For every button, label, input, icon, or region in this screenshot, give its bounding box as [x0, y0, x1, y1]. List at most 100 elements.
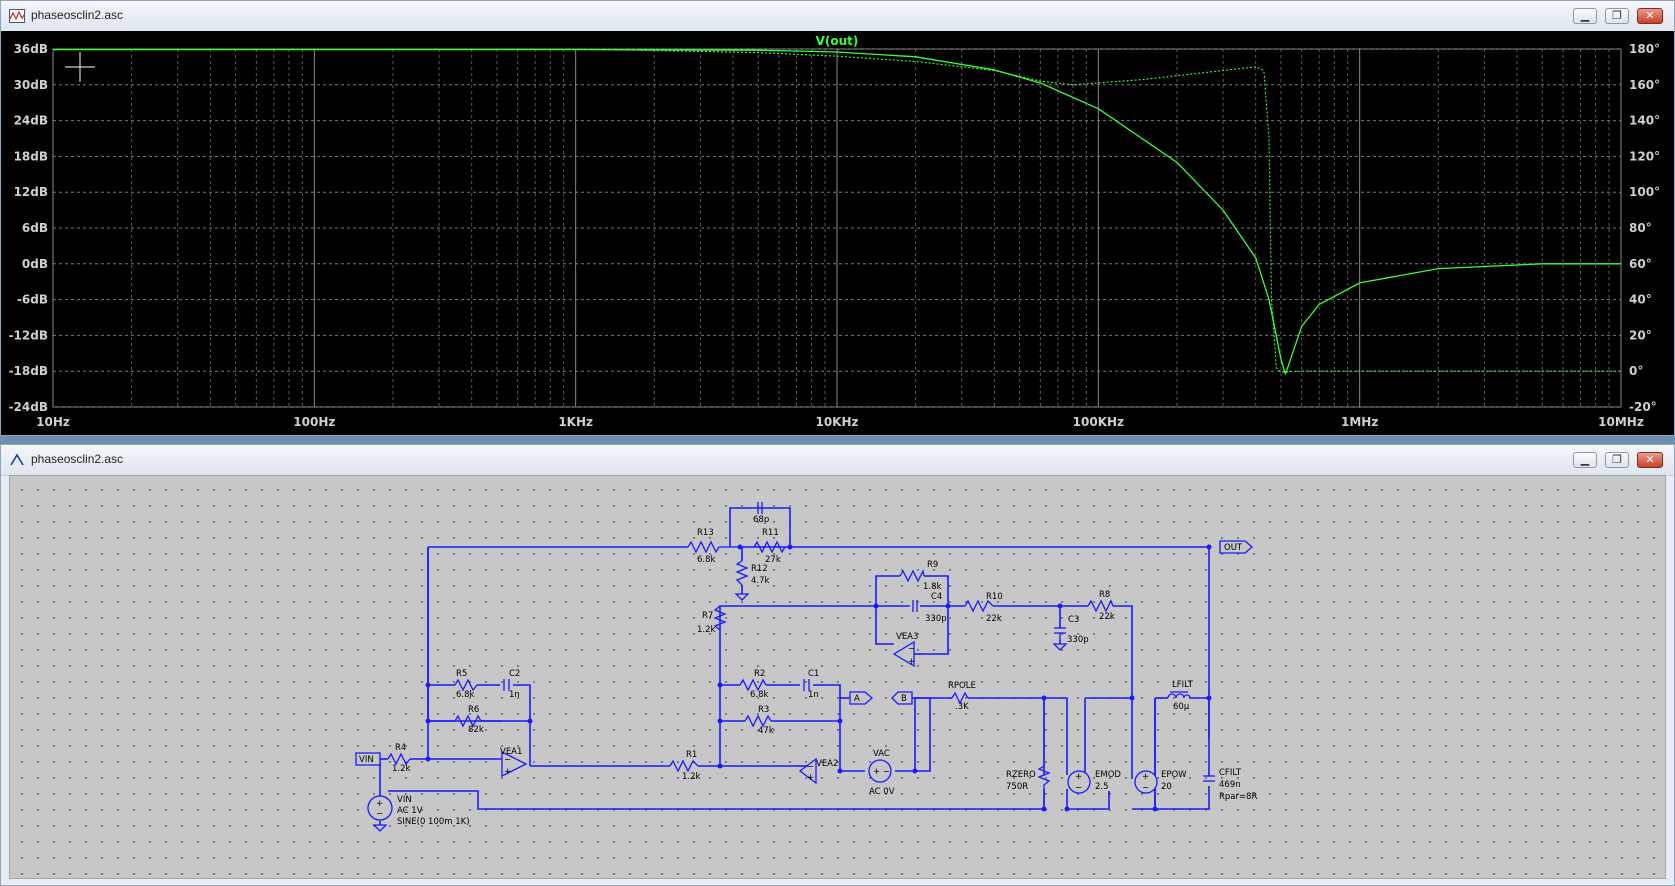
net-label-out[interactable]: [1219, 540, 1253, 554]
label-b: B: [901, 694, 907, 704]
resistor-r8[interactable]: [1087, 599, 1114, 613]
value-r4: 1.2k: [392, 764, 411, 774]
value-68p: 68p: [753, 515, 769, 525]
opamp-vea1[interactable]: −+: [501, 750, 528, 778]
resistor-r9[interactable]: [899, 569, 925, 583]
junctions: [425, 544, 1212, 812]
opamp-vea3[interactable]: −+: [892, 640, 924, 668]
y-left-tick-label: 6dB: [22, 221, 48, 235]
waveform-titlebar[interactable]: phaseosclin2.asc ▁ ❐ ✕: [1, 1, 1674, 32]
schematic-drawing[interactable]: −+ −+ −+ + − +− +− +− R13 6.8k 68p R11 2…: [10, 476, 1665, 878]
inductor-lfilt[interactable]: [1167, 691, 1191, 699]
resistor-r13[interactable]: [687, 540, 740, 554]
y-left-tick-label: -12dB: [9, 328, 48, 342]
value-vin-sine: SINE(0 100m 1K): [397, 817, 470, 827]
phase-trace: [53, 48, 1621, 373]
value-vac: AC 0V: [869, 787, 895, 797]
label-c4: C4: [931, 592, 942, 602]
value-r11: 27k: [765, 555, 781, 565]
resistor-r4[interactable]: [387, 752, 411, 766]
label-lfilt: LFILT: [1172, 680, 1194, 690]
capacitor-c4[interactable]: [912, 600, 918, 612]
svg-text:+: +: [908, 657, 915, 667]
y-left-tick-label: -6dB: [17, 293, 48, 307]
restore-button[interactable]: ❐: [1605, 8, 1629, 24]
resistor-r3[interactable]: [744, 714, 772, 728]
label-r4: R4: [395, 743, 406, 753]
capacitor-c3[interactable]: [1054, 627, 1066, 640]
source-epow[interactable]: +−: [1134, 770, 1158, 794]
schematic-canvas[interactable]: −+ −+ −+ + − +− +− +− R13 6.8k 68p R11 2…: [9, 475, 1666, 879]
trace-title[interactable]: V(out): [816, 34, 859, 48]
capacitor-c2[interactable]: [503, 679, 510, 691]
waveform-icon: [9, 9, 25, 23]
close-button[interactable]: ✕: [1637, 8, 1663, 24]
minimize-button[interactable]: ▁: [1573, 8, 1597, 24]
label-vea3: VEA3: [896, 632, 918, 642]
y-left-tick-label: 36dB: [14, 42, 48, 56]
y-left-tick-label: 12dB: [14, 185, 48, 199]
y-right-tick-label: 20°: [1629, 328, 1652, 342]
capacitor-c1[interactable]: [803, 679, 810, 691]
x-tick-label: 100KHz: [1073, 415, 1124, 429]
y-right-tick-label: 60°: [1629, 257, 1652, 271]
label-r6: R6: [468, 705, 479, 715]
label-r5: R5: [456, 669, 467, 679]
waveform-window-title: phaseosclin2.asc: [31, 8, 124, 22]
svg-text:−: −: [1142, 783, 1149, 793]
source-emod[interactable]: +−: [1067, 770, 1091, 794]
value-r6: 82k: [468, 725, 484, 735]
label-rpole: RPOLE: [948, 681, 976, 691]
restore-button[interactable]: ❐: [1605, 452, 1629, 468]
resistor-rpole[interactable]: [951, 691, 969, 705]
value-c2: 1n: [509, 690, 520, 700]
capacitor-cfilt[interactable]: [1203, 775, 1215, 782]
resistor-r1[interactable]: [669, 759, 699, 773]
y-right-tick-label: 180°: [1629, 42, 1660, 56]
resistor-r12[interactable]: [735, 560, 749, 586]
y-right-tick-label: 100°: [1629, 185, 1660, 199]
value-r12: 4.7k: [751, 576, 770, 586]
minimize-button[interactable]: ▁: [1573, 452, 1597, 468]
net-label-b[interactable]: [891, 691, 913, 705]
net-label-vin[interactable]: [355, 752, 381, 766]
ground-symbol: [1052, 643, 1068, 651]
value-r1: 1.2k: [682, 772, 701, 782]
resistor-rzero[interactable]: [1037, 698, 1051, 809]
source-vin[interactable]: +−: [367, 795, 393, 821]
label-vin-tag: VIN: [359, 755, 374, 765]
opamp-vea2[interactable]: −+: [796, 757, 817, 785]
value-cfilt: 469n: [1219, 780, 1241, 790]
x-tick-label: 1MHz: [1341, 415, 1378, 429]
label-vac: VAC: [873, 749, 890, 759]
wires[interactable]: [379, 507, 1210, 825]
crosshair-cursor: [65, 52, 95, 82]
resistor-r2[interactable]: [739, 678, 767, 692]
net-label-a[interactable]: [849, 691, 873, 705]
svg-text:+: +: [504, 767, 511, 777]
resistor-r11[interactable]: [753, 540, 786, 554]
value-lfilt: 60µ: [1173, 702, 1190, 712]
label-epow: EPOW: [1161, 770, 1187, 780]
resistor-r5[interactable]: [454, 678, 478, 692]
value-r8: 22k: [1099, 612, 1115, 622]
label-c3: C3: [1068, 615, 1079, 625]
resistor-r10[interactable]: [964, 599, 994, 613]
value-r10: 22k: [986, 614, 1002, 624]
label-r9: R9: [927, 560, 938, 570]
source-vac[interactable]: + −: [868, 759, 892, 783]
value-cfilt-rpar: Rpar=8R: [1219, 792, 1258, 802]
x-tick-label: 10MHz: [1598, 415, 1644, 429]
resistor-r6[interactable]: [454, 714, 482, 728]
label-a: A: [854, 694, 860, 704]
capacitor-68p[interactable]: [757, 502, 763, 514]
close-button[interactable]: ✕: [1637, 452, 1663, 468]
magnitude-trace: [53, 48, 1287, 375]
schematic-titlebar[interactable]: phaseosclin2.asc ▁ ❐ ✕: [1, 445, 1674, 476]
schematic-window: phaseosclin2.asc ▁ ❐ ✕: [0, 444, 1675, 886]
value-r3: 47k: [758, 726, 774, 736]
value-r7: 1.2k: [697, 625, 716, 635]
resistor-r7[interactable]: [713, 605, 727, 631]
